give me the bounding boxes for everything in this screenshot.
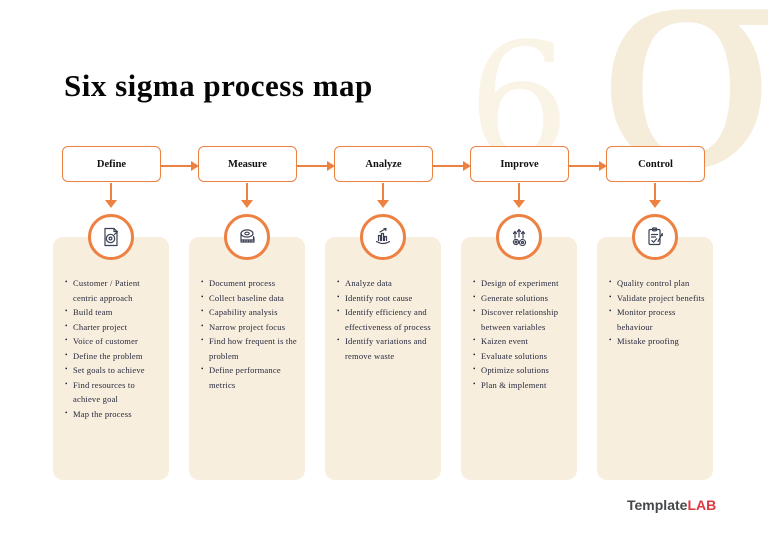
down-arrowhead-icon xyxy=(513,200,525,208)
define-item-list: Customer / Patient centric approach Buil… xyxy=(53,237,169,421)
measure-item-list: Document process Collect baseline data C… xyxy=(189,237,305,392)
list-item: Mistake proofing xyxy=(609,333,705,349)
flow-arrow-icon xyxy=(569,161,607,171)
stage-label: Control xyxy=(638,158,673,170)
down-arrowhead-icon xyxy=(105,200,117,208)
list-item: Voice of customer xyxy=(65,333,161,349)
control-item-list: Quality control plan Validate project be… xyxy=(597,237,713,349)
flow-arrow-icon xyxy=(161,161,199,171)
flow-arrow-icon xyxy=(297,161,335,171)
flow-arrow-icon xyxy=(433,161,471,171)
stage-label: Analyze xyxy=(365,158,402,170)
list-item: Monitor process behaviour xyxy=(609,304,705,334)
gears-up-arrows-icon xyxy=(512,228,527,247)
list-item: Analyze data xyxy=(337,275,433,291)
list-item: Set goals to achieve xyxy=(65,362,161,378)
stage-card-define: Customer / Patient centric approach Buil… xyxy=(53,237,169,480)
improve-item-list: Design of experiment Generate solutions … xyxy=(461,237,577,392)
list-item: Validate project benefits xyxy=(609,290,705,306)
list-item: Design of experiment xyxy=(473,275,569,291)
list-item: Define the problem xyxy=(65,348,161,364)
stage-label: Measure xyxy=(228,158,267,170)
column-measure: Measure Document process Collect baselin… xyxy=(179,146,315,486)
stage-icon-circle xyxy=(360,214,406,260)
stage-label: Define xyxy=(96,158,127,170)
list-item: Generate solutions xyxy=(473,290,569,306)
templatelab-logo: TemplateLAB xyxy=(627,497,716,513)
bar-chart-hand-icon xyxy=(375,227,391,245)
stage-box-control: Control xyxy=(606,146,705,182)
down-arrow-icon xyxy=(246,183,248,200)
list-item: Evaluate solutions xyxy=(473,348,569,364)
list-item: Build team xyxy=(65,304,161,320)
measuring-tape-icon xyxy=(240,229,255,243)
down-arrow-icon xyxy=(382,183,384,200)
list-item: Define performance metrics xyxy=(201,362,297,392)
stage-box-analyze: Analyze xyxy=(334,146,433,182)
list-item: Identify variations and remove waste xyxy=(337,333,433,363)
down-arrowhead-icon xyxy=(377,200,389,208)
brand-accent-text: LAB xyxy=(687,497,717,513)
list-item: Identify root cause xyxy=(337,290,433,306)
stage-icon-circle xyxy=(632,214,678,260)
list-item: Quality control plan xyxy=(609,275,705,291)
column-control: Control Quality control plan Validate pr… xyxy=(587,146,723,486)
stage-box-define: Define xyxy=(62,146,161,182)
list-item: Narrow project focus xyxy=(201,319,297,335)
stage-box-measure: Measure xyxy=(198,146,297,182)
list-item: Collect baseline data xyxy=(201,290,297,306)
list-item: Identify efficiency and effectiveness of… xyxy=(337,304,433,334)
stage-icon-circle xyxy=(88,214,134,260)
clipboard-check-icon xyxy=(648,227,663,246)
stage-box-improve: Improve xyxy=(470,146,569,182)
column-improve: Improve Design of experiment Generate so… xyxy=(451,146,587,486)
stage-card-improve: Design of experiment Generate solutions … xyxy=(461,237,577,480)
column-analyze: Analyze Analyze data Identify root cause… xyxy=(315,146,451,486)
stage-label: Improve xyxy=(500,158,539,170)
brand-primary-text: Template xyxy=(627,497,688,513)
list-item: Optimize solutions xyxy=(473,362,569,378)
list-item: Customer / Patient centric approach xyxy=(65,275,161,305)
down-arrowhead-icon xyxy=(649,200,661,208)
stage-icon-circle xyxy=(224,214,270,260)
column-define: Define Customer / Patient centric approa… xyxy=(43,146,179,486)
list-item: Charter project xyxy=(65,319,161,335)
down-arrowhead-icon xyxy=(241,200,253,208)
down-arrow-icon xyxy=(654,183,656,200)
stage-card-measure: Document process Collect baseline data C… xyxy=(189,237,305,480)
list-item: Find how frequent is the problem xyxy=(201,333,297,363)
list-item: Capability analysis xyxy=(201,304,297,320)
list-item: Plan & implement xyxy=(473,377,569,393)
stage-card-analyze: Analyze data Identify root cause Identif… xyxy=(325,237,441,480)
stage-icon-circle xyxy=(496,214,542,260)
stage-card-control: Quality control plan Validate project be… xyxy=(597,237,713,480)
list-item: Kaizen event xyxy=(473,333,569,349)
list-item: Map the process xyxy=(65,406,161,422)
analyze-item-list: Analyze data Identify root cause Identif… xyxy=(325,237,441,363)
target-document-icon xyxy=(104,227,119,247)
list-item: Discover relationship between variables xyxy=(473,304,569,334)
list-item: Find resources to achieve goal xyxy=(65,377,161,407)
down-arrow-icon xyxy=(110,183,112,200)
page-title: Six sigma process map xyxy=(64,68,373,103)
down-arrow-icon xyxy=(518,183,520,200)
list-item: Document process xyxy=(201,275,297,291)
